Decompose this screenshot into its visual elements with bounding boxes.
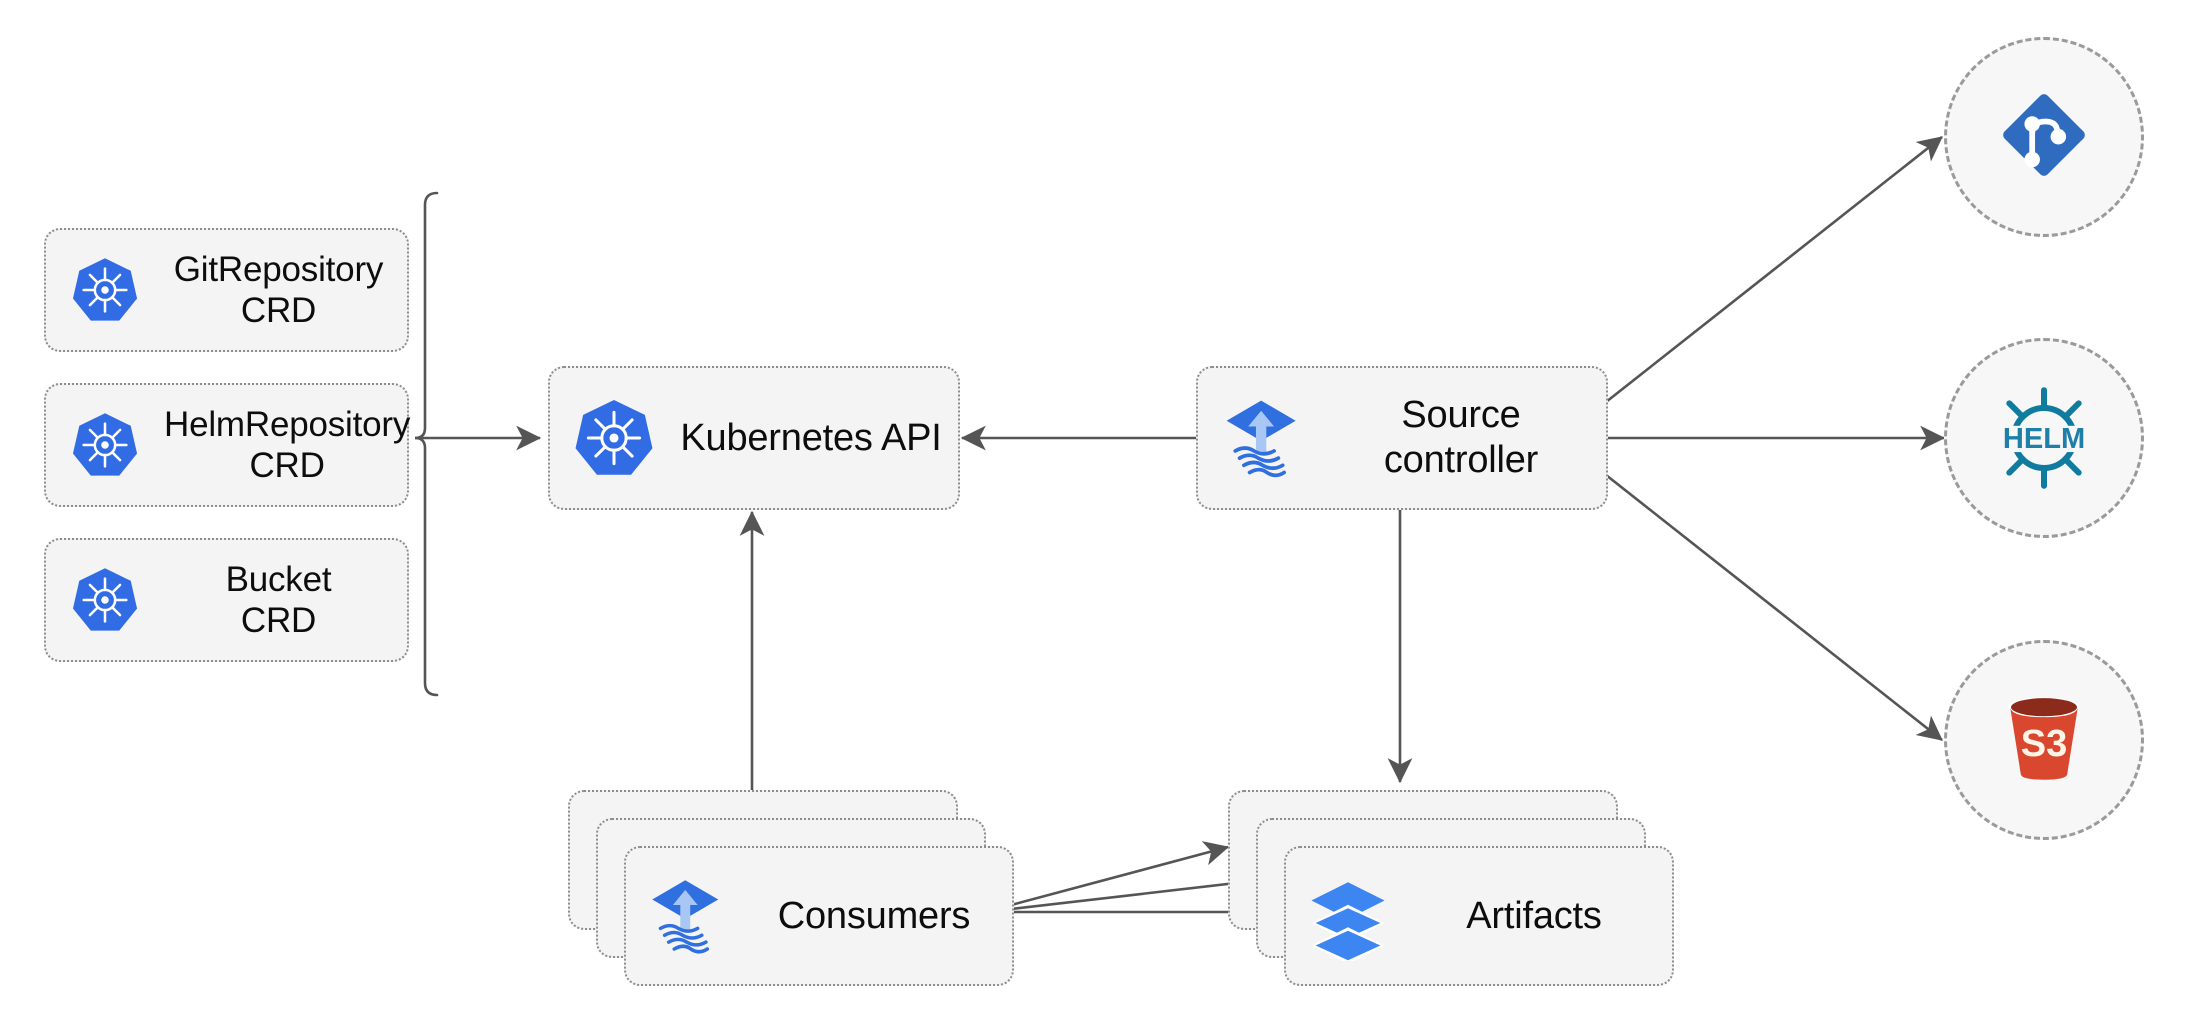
kubernetes-icon (550, 396, 678, 480)
s3-label: S3 (2021, 723, 2068, 765)
arrow-consumers-to-artifacts-middle (984, 870, 1264, 914)
node-label: Kubernetes API (680, 416, 942, 459)
flux-icon (1198, 392, 1330, 484)
kubernetes-icon (46, 410, 164, 480)
crd-card-helmrepository[interactable]: HelmRepository CRD (44, 383, 410, 507)
helm-label: HELM (2003, 423, 2085, 455)
source-circle-s3[interactable]: S3 (1944, 640, 2144, 840)
layers-icon (1286, 871, 1410, 961)
source-circle-git[interactable] (1944, 37, 2144, 237)
node-source-controller[interactable]: Source controller (1196, 366, 1608, 510)
crd-card-label: HelmRepository CRD (164, 404, 411, 485)
node-kubernetes-api[interactable]: Kubernetes API (548, 366, 960, 510)
node-label: Source controller (1383, 394, 1539, 481)
crd-card-label: GitRepository CRD (173, 249, 384, 330)
s3-bucket-icon: S3 (1986, 680, 2102, 801)
kubernetes-icon (46, 255, 164, 325)
helm-icon: HELM (1984, 378, 2104, 498)
node-artifacts[interactable]: Artifacts (1284, 846, 1674, 986)
crd-card-bucket[interactable]: Bucket CRD (44, 538, 409, 662)
crd-card-gitrepository[interactable]: GitRepository CRD (44, 228, 409, 352)
node-label: Artifacts (1466, 894, 1602, 937)
source-circle-helm[interactable]: HELM (1944, 338, 2144, 538)
kubernetes-icon (46, 565, 164, 635)
arrow-consumers-to-artifacts-top (984, 841, 1230, 914)
arrow-source-controller-to-s3 (1605, 473, 1943, 742)
node-consumers[interactable]: Consumers (624, 846, 1014, 986)
crd-card-label: Bucket CRD (225, 559, 332, 640)
flux-icon (626, 872, 750, 960)
git-icon (1990, 81, 2098, 194)
node-label: Consumers (777, 894, 971, 937)
arrow-source-controller-to-git (1605, 135, 1943, 404)
